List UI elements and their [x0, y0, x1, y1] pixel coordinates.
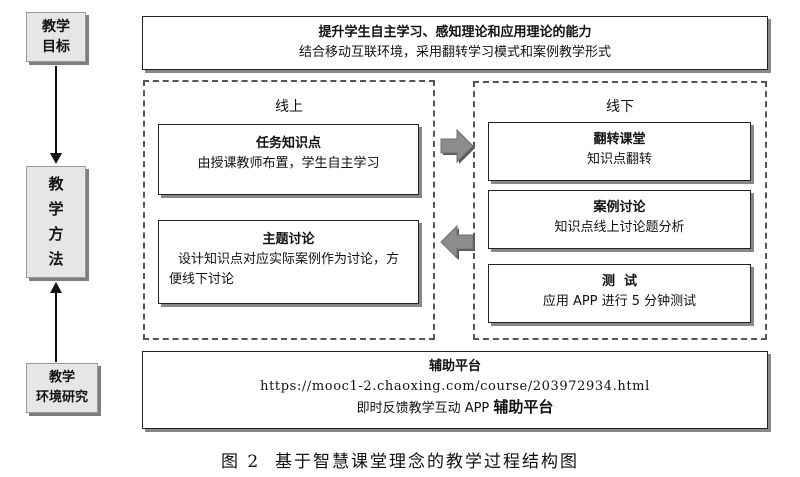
teaching-goal-label: 教学 目标 — [26, 12, 86, 62]
flip-title: 翻转课堂 — [593, 132, 646, 147]
test-title: 测 试 — [601, 274, 638, 289]
goal-box: 提升学生自主学习、感知理论和应用理论的能力 结合移动互联环境，采用翻转学习模式和… — [142, 16, 768, 70]
flip-desc: 知识点翻转 — [586, 152, 652, 167]
support-platform-box: 辅助平台 https://mooc1-2.chaoxing.com/course… — [142, 351, 768, 429]
teaching-method-char3: 方 — [48, 225, 64, 243]
goal-title: 提升学生自主学习、感知理论和应用理论的能力 — [318, 25, 592, 40]
platform-title: 辅助平台 — [428, 359, 481, 374]
flipped-class-box: 翻转课堂 知识点翻转 — [488, 122, 751, 181]
task-desc: 由授课教师布置，学生自主学习 — [197, 156, 380, 171]
arrow-down-icon — [50, 153, 62, 164]
arrow-right-icon — [440, 128, 475, 164]
teaching-method-char1: 教 — [48, 175, 64, 193]
teaching-env-line1: 教学 — [48, 370, 75, 385]
topic-title: 主题讨论 — [262, 232, 315, 247]
case-discussion-box: 案例讨论 知识点线上讨论题分析 — [488, 190, 751, 249]
teaching-goal-line2: 目标 — [42, 39, 70, 55]
task-knowledge-box: 任务知识点 由授课教师布置，学生自主学习 — [158, 124, 419, 195]
env-to-method-line — [55, 292, 57, 362]
platform-desc-emphasis: 辅助平台 — [493, 398, 554, 416]
figure-caption: 图 2 基于智慧课堂理念的教学过程结构图 — [220, 452, 580, 472]
test-desc: 应用 APP 进行 5 分钟测试 — [542, 294, 697, 309]
teaching-env-label: 教学 环境研究 — [26, 363, 98, 413]
task-title: 任务知识点 — [255, 136, 321, 151]
teaching-method-char4: 法 — [48, 250, 64, 268]
test-box: 测 试 应用 APP 进行 5 分钟测试 — [488, 264, 751, 323]
teaching-env-line2: 环境研究 — [35, 390, 88, 405]
online-label: 线上 — [275, 99, 303, 115]
teaching-method-char2: 学 — [48, 200, 64, 218]
offline-label: 线下 — [606, 99, 634, 115]
case-title: 案例讨论 — [593, 200, 646, 215]
platform-url: https://mooc1-2.chaoxing.com/course/2039… — [260, 379, 650, 394]
arrow-left-icon — [440, 224, 475, 260]
goal-desc: 结合移动互联环境，采用翻转学习模式和案例教学形式 — [298, 45, 611, 60]
teaching-method-label: 教 学 方 法 — [26, 166, 86, 278]
topic-desc-line1: 设计知识点对应实际案例作为讨论，方 — [177, 252, 399, 267]
case-desc: 知识点线上讨论题分析 — [554, 220, 685, 235]
teaching-goal-line1: 教学 — [42, 19, 70, 35]
arrow-up-icon — [50, 282, 62, 293]
topic-discussion-box: 主题讨论 设计知识点对应实际案例作为讨论，方 便线下讨论 — [158, 220, 419, 304]
topic-desc-line2: 便线下讨论 — [169, 272, 235, 287]
goal-to-method-line — [55, 66, 57, 154]
platform-desc: 即时反馈教学互动 APP — [356, 401, 494, 416]
